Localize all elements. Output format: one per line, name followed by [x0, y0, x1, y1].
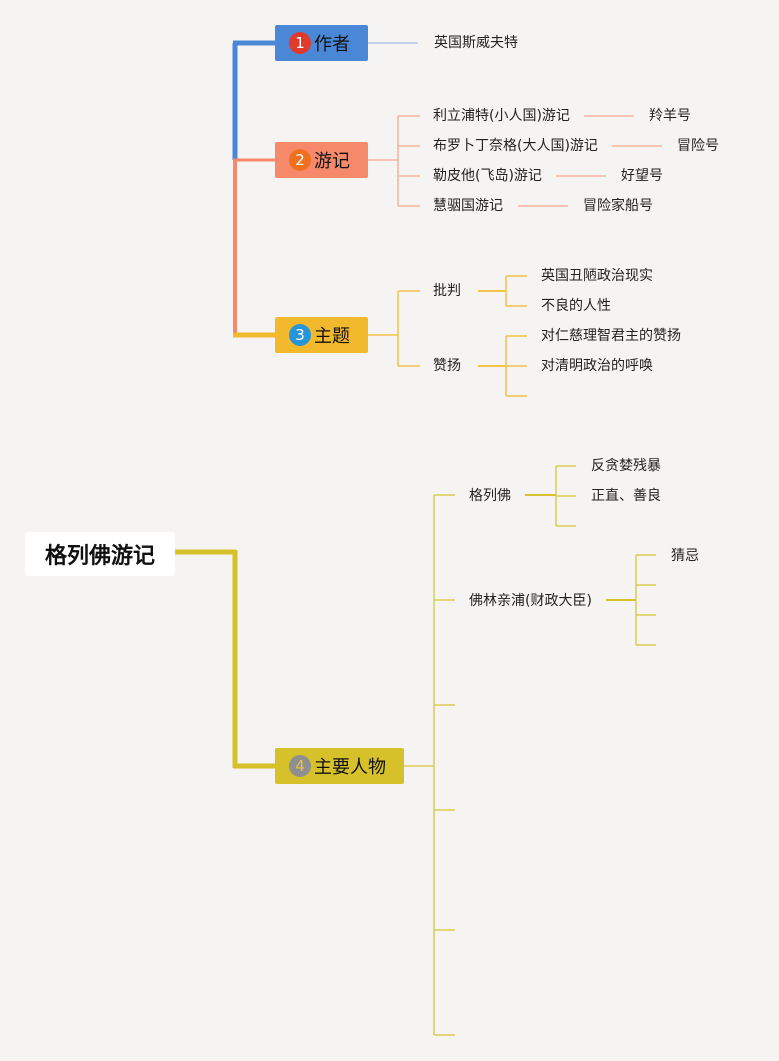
travel-brobdingnag-ship[interactable]: 冒险号	[677, 138, 719, 154]
topic-characters[interactable]: 4 主要人物	[275, 748, 404, 784]
theme-criticism-item[interactable]: 不良的人性	[541, 298, 611, 314]
theme-criticism[interactable]: 批判	[433, 283, 461, 299]
topic-label: 游记	[314, 151, 350, 172]
topic-label: 主题	[314, 326, 350, 347]
author-name[interactable]: 英国斯威夫特	[434, 35, 518, 51]
topic-travels[interactable]: 2 游记	[275, 142, 368, 178]
character-gulliver-trait[interactable]: 反贪婪残暴	[591, 458, 661, 474]
number-3-icon: 3	[289, 324, 311, 346]
travel-brobdingnag[interactable]: 布罗卜丁奈格(大人国)游记	[433, 138, 598, 154]
travel-lilliput-ship[interactable]: 羚羊号	[649, 108, 691, 124]
topic-author[interactable]: 1 作者	[275, 25, 368, 61]
topic-theme[interactable]: 3 主题	[275, 317, 368, 353]
character-flimnap-trait[interactable]: 猜忌	[671, 548, 699, 564]
travel-laputa[interactable]: 勒皮他(飞岛)游记	[433, 168, 542, 184]
travel-lines	[368, 115, 662, 207]
theme-praise[interactable]: 赞扬	[433, 358, 461, 374]
topic-label: 主要人物	[314, 757, 386, 778]
topic-label: 作者	[314, 34, 350, 55]
travel-lilliput[interactable]: 利立浦特(小人国)游记	[433, 108, 570, 124]
travel-laputa-ship[interactable]: 好望号	[621, 168, 663, 184]
character-lines	[404, 465, 656, 1036]
travel-houyhnhnm[interactable]: 慧骃国游记	[433, 198, 503, 214]
character-gulliver-trait[interactable]: 正直、善良	[591, 488, 661, 504]
root-title: 格列佛游记	[44, 544, 155, 569]
root-topic[interactable]: 格列佛游记	[25, 532, 175, 576]
theme-praise-item[interactable]: 对清明政治的呼唤	[541, 358, 653, 374]
number-1-icon: 1	[289, 32, 311, 54]
character-flimnap[interactable]: 佛林亲浦(财政大臣)	[469, 593, 592, 609]
theme-praise-item[interactable]: 对仁慈理智君主的赞扬	[541, 328, 681, 344]
travel-houyhnhnm-ship[interactable]: 冒险家船号	[583, 198, 653, 214]
number-2-icon: 2	[289, 149, 311, 171]
theme-criticism-item[interactable]: 英国丑陋政治现实	[541, 268, 653, 284]
number-4-icon: 4	[289, 755, 311, 777]
theme-lines	[368, 275, 527, 397]
character-gulliver[interactable]: 格列佛	[469, 488, 511, 504]
